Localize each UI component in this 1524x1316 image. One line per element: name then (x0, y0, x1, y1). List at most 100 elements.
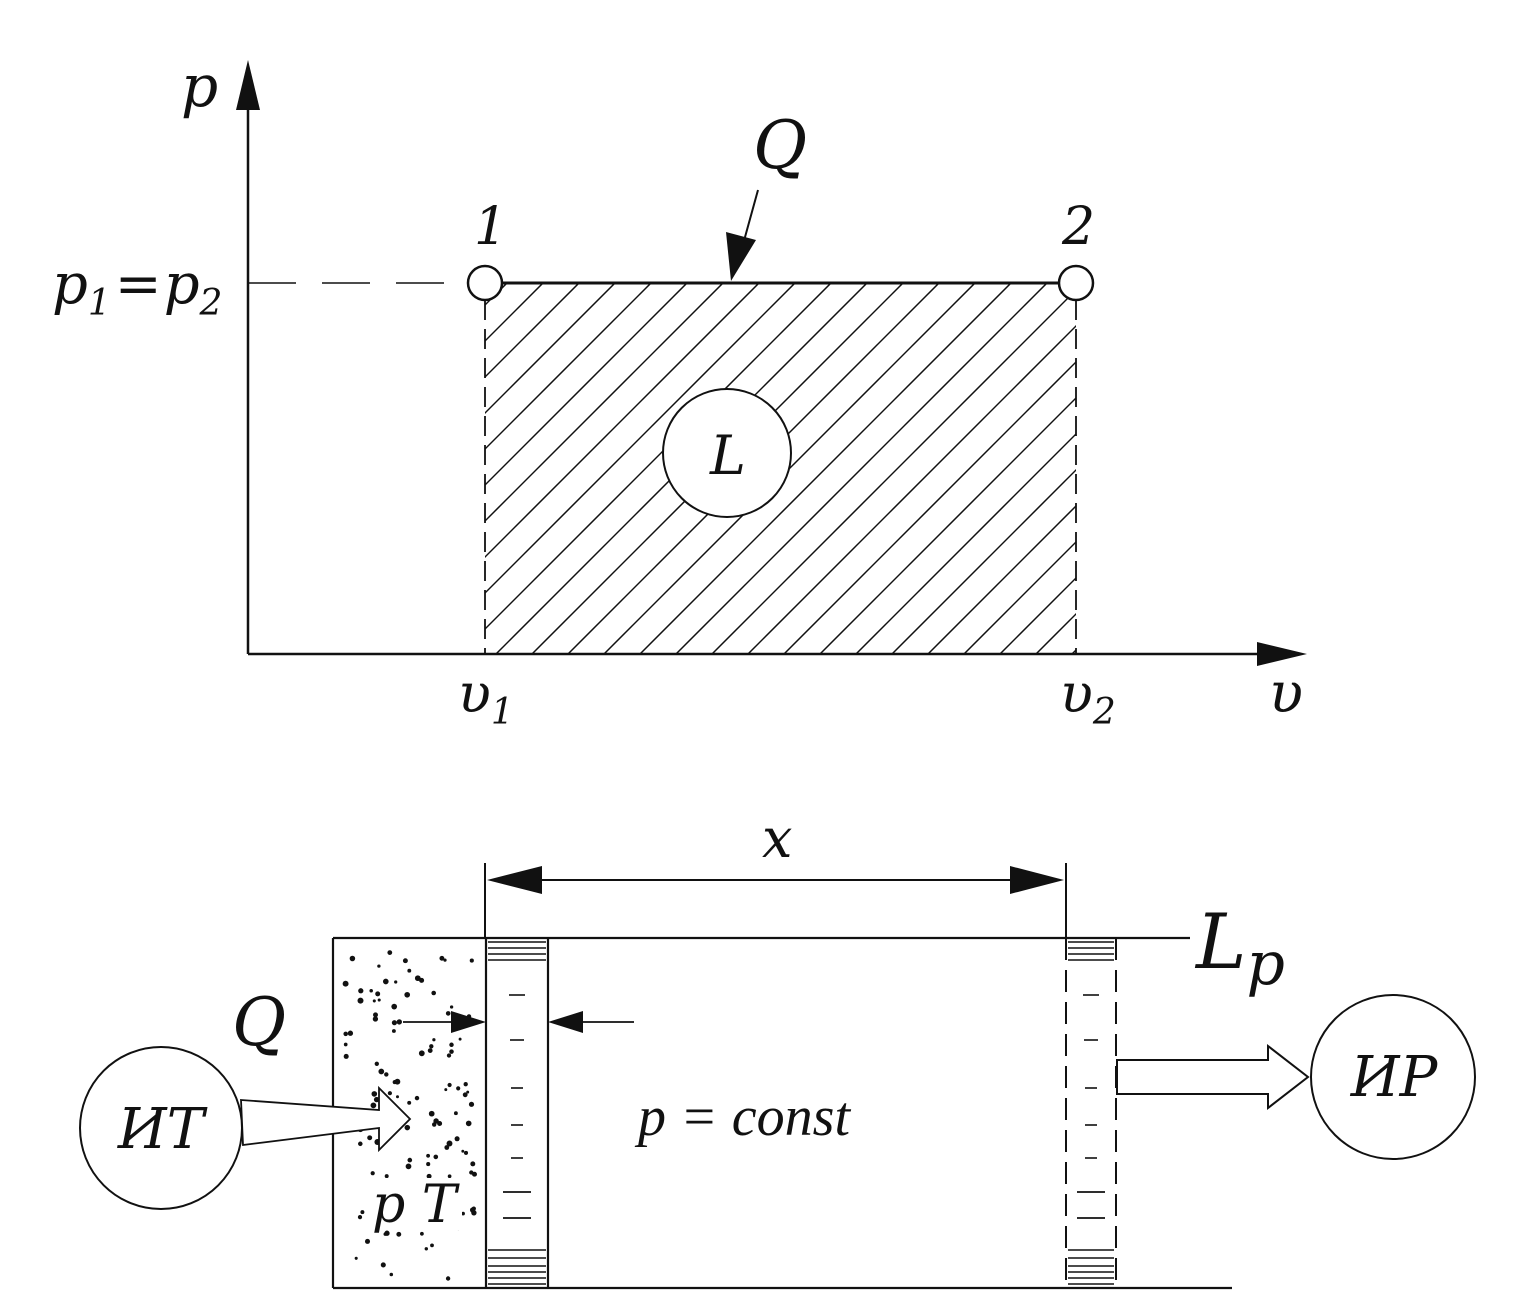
fluid-dot (396, 1231, 402, 1237)
hatch-line (603, 283, 977, 654)
fluid-dot (364, 1238, 371, 1244)
p1-symbol: p (52, 252, 88, 317)
fluid-dot (465, 1120, 472, 1127)
work-subscript: p (1246, 929, 1284, 999)
heat-input-arrow (240, 1085, 412, 1153)
fluid-dot (456, 1086, 461, 1091)
fluid-dot (372, 999, 376, 1003)
fluid-dot (377, 998, 381, 1002)
fluid-dot (349, 955, 356, 962)
fluid-dot (360, 1210, 365, 1215)
piston-thickness-arrow-left-head (451, 1011, 486, 1033)
fluid-dot (404, 1124, 411, 1131)
equals-sign: = (115, 252, 162, 317)
fluid-dot (429, 1044, 434, 1049)
fluid-dot (428, 1110, 435, 1117)
hatch-line (999, 576, 1076, 654)
v1-subscript: 1 (491, 692, 514, 733)
fluid-dot (377, 964, 381, 968)
fluid-dot (402, 958, 408, 964)
fluid-dot (426, 1162, 431, 1167)
fluid-dot (384, 1072, 389, 1077)
fluid-dot (391, 1003, 398, 1010)
fluid-dot (469, 1207, 476, 1213)
fluid-dot (461, 1211, 465, 1216)
hatch-line (1035, 612, 1076, 654)
fluid-dot (418, 1050, 425, 1057)
v2-label: υ2 (1060, 662, 1116, 733)
fluid-dot (426, 1153, 431, 1158)
heat-label: Q (753, 107, 807, 184)
fluid-dot (432, 1038, 436, 1042)
fluid-dot (358, 988, 364, 994)
hatch-line (747, 324, 1076, 654)
fluid-dot (439, 955, 445, 961)
fluid-dot (378, 1068, 385, 1075)
fluid-dot (384, 1174, 389, 1179)
fluid-dot (463, 1150, 469, 1155)
p2-symbol: p (164, 252, 200, 317)
piston-work-label: Lp (1194, 897, 1285, 999)
fluid-dot (447, 1174, 452, 1179)
fluid-dot (449, 1042, 454, 1048)
fluid-dot (461, 1149, 465, 1153)
fluid-dot (446, 1140, 453, 1147)
hatch-line (783, 360, 1076, 654)
fluid-dot (380, 1262, 386, 1268)
hatch-line (711, 288, 1076, 654)
fluid-dot (382, 978, 389, 985)
dimension-arrow-right (1010, 866, 1064, 894)
heat-source-label: ИТ (117, 1097, 208, 1162)
fluid-dot (407, 968, 412, 973)
fluid-dot (343, 1031, 348, 1037)
fluid-dot (369, 988, 373, 993)
work-area-hatching (485, 283, 1076, 654)
fluid-dot (463, 1082, 468, 1087)
fluid-dot (391, 1020, 397, 1026)
heat-input-label: Q (232, 984, 286, 1061)
process-condition-label: p = const (634, 1086, 851, 1148)
hatch-line (855, 432, 1076, 654)
fluid-dot (407, 1100, 412, 1105)
piston-final (1065, 938, 1117, 1288)
gas-state-label: p T (372, 1175, 460, 1235)
fluid-dot (414, 975, 421, 982)
state-1-label: 1 (474, 197, 507, 257)
hatch-line (963, 540, 1076, 654)
dimension-arrow-left (487, 866, 542, 894)
fluid-dot (430, 1243, 434, 1248)
fluid-dot (396, 1095, 399, 1099)
hatch-line (1071, 648, 1076, 654)
pressure-equality-label: p1=p2 (52, 252, 222, 324)
fluid-dot (445, 1011, 451, 1016)
heat-arrow-head (726, 232, 756, 281)
state-2-point (1057, 264, 1095, 302)
fluid-dot (427, 1048, 433, 1054)
hatch-line (639, 283, 1013, 654)
work-receiver-circle (1310, 994, 1476, 1160)
piston-thickness-arrow-right-head (548, 1011, 583, 1033)
hatch-line (485, 283, 797, 595)
fluid-dot (367, 1135, 373, 1141)
fluid-dot (370, 1102, 377, 1109)
fluid-dot (431, 990, 437, 996)
fluid-dot (424, 1247, 428, 1251)
fluid-dot (420, 1231, 424, 1236)
fluid-dot (444, 1145, 450, 1150)
fluid-dot (342, 980, 349, 987)
pv-diagram: p υ Q 1 2 L p1=p2 υ1 υ2 (52, 52, 1307, 733)
fluid-dot (468, 1101, 475, 1107)
state-1-point (466, 264, 504, 302)
volume-axis-label: υ (1269, 661, 1303, 726)
fluid-dot (405, 1163, 412, 1170)
fluid-dot (445, 1276, 451, 1281)
fluid-dot (387, 1091, 392, 1096)
fluid-dot (384, 1230, 390, 1236)
hatch-line (675, 283, 1049, 654)
fluid-dot (343, 1053, 349, 1059)
hatch-line (485, 283, 689, 487)
state-2-label: 2 (1061, 197, 1095, 257)
fluid-dot (414, 1095, 420, 1101)
